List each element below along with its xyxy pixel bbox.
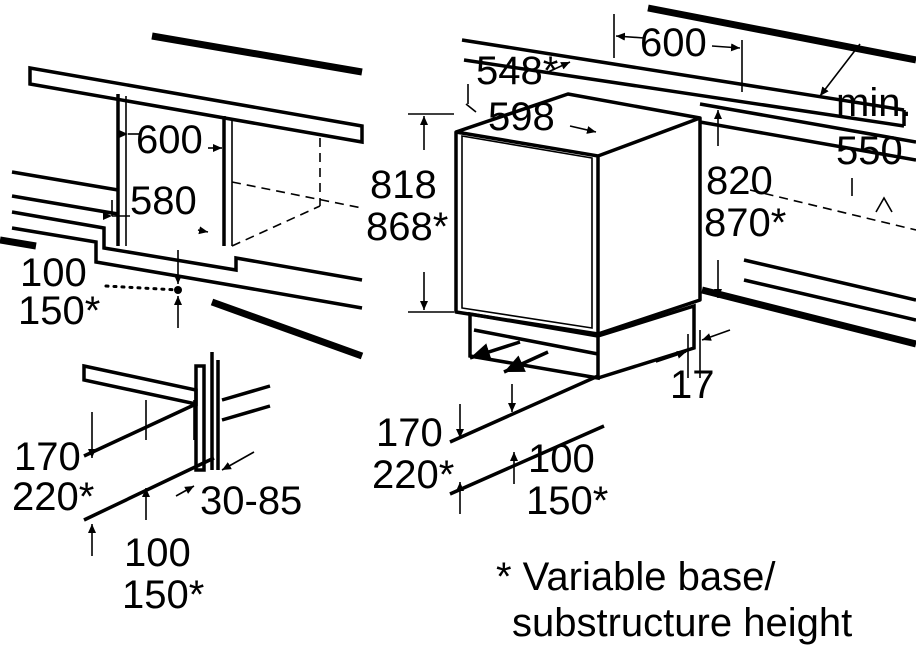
substructure-line [473,328,599,356]
dim-recess-depth: 17 [670,363,715,407]
footnote-line-2: substructure height [512,601,852,645]
plinth-point [174,286,182,294]
footnote: * Variable base/ substructure height [496,555,852,645]
dim-niche-height-b: 870* [704,201,786,245]
dim-arrow-min-depth [819,43,861,97]
dim-base-height-b: 220* [372,453,454,497]
dim-appliance-height-b: 868* [366,205,448,249]
dim-niche-width-right: 600 [640,21,707,65]
dim-min-label: min. [836,81,912,125]
dim-plinth-height-a: 100 [20,251,87,295]
worktop-edge-line [151,32,363,76]
hidden-edge-back [231,181,363,209]
dim-arrow-17-right [701,329,731,341]
air-flow-arrow-out [503,350,549,374]
dim-appliance-width: 598 [488,95,555,139]
dim-detail-plinth-b: 150* [122,573,204,617]
dim-base-height-a: 170 [376,411,443,455]
niche-floor-lines [743,258,916,322]
dim-inner-width: 580 [130,179,197,223]
dim-arrow-580-right [197,226,209,235]
worktop [28,65,364,145]
dim-detail-height-b: 220* [12,475,94,519]
dim-depth-range: 30-85 [200,479,302,523]
footnote-line-1: * Variable base/ [496,555,776,599]
dim-appliance-plinth-a: 100 [528,437,595,481]
appliance-door [461,135,593,329]
detail-worktop [82,363,198,407]
floor-step-outline [11,210,363,282]
left-niche-view: 600 580 100 150* [0,32,364,360]
left-base-detail: 170 220* 30-85 100 150* [12,352,302,617]
appliance-edges [455,116,701,334]
dim-niche-height-a: 820 [706,159,773,203]
plinth-dotted-line [104,284,180,292]
dim-min-depth: 550 [836,129,903,173]
appliance-body [454,92,702,336]
niche-hidden-edge [749,189,916,231]
side-panel-lines [11,170,119,216]
detail-side-lines [221,384,271,422]
dim-appliance-plinth-b: 150* [526,479,608,523]
worktop-top-edge [647,4,916,64]
floor-line-left [0,236,37,250]
dim-arrow-depth-right [221,451,255,471]
detail-panel [194,364,206,472]
dim-arrow-600-right-right [711,43,741,52]
niche-floor-bold [701,286,916,348]
floor-step-lower [11,226,363,310]
niche-top-lines [461,38,905,128]
dim-plinth-height-b: 150* [18,289,100,333]
detail-panel-inner [210,352,220,470]
hidden-edge-floor [231,205,321,247]
dim-arrow-17-left [655,351,687,363]
appliance-view: 600 548* 598 818 868* 820 870* min. 550 … [366,4,916,523]
dim-detail-plinth-a: 100 [124,531,191,575]
air-flow-arrow-in [469,340,521,361]
substructure-side [597,303,696,380]
dim-detail-height-a: 170 [14,435,81,479]
dim-598-left-tick [465,103,477,113]
niche-rear-lines [699,102,916,162]
floor-line-right [210,298,364,360]
dim-arrow-600-right-left [615,32,645,41]
dim-appliance-height-a: 818 [370,163,437,207]
dim-niche-width: 600 [136,118,203,162]
dim-arrow-598 [569,125,597,134]
appliance-floor-lines [449,374,605,496]
dim-depth-outer: 548* [476,49,558,93]
dim-min-depth-arrowhead [875,196,893,213]
dim-arrow-548 [547,61,571,73]
dim-arrow-depth-left [175,485,195,497]
